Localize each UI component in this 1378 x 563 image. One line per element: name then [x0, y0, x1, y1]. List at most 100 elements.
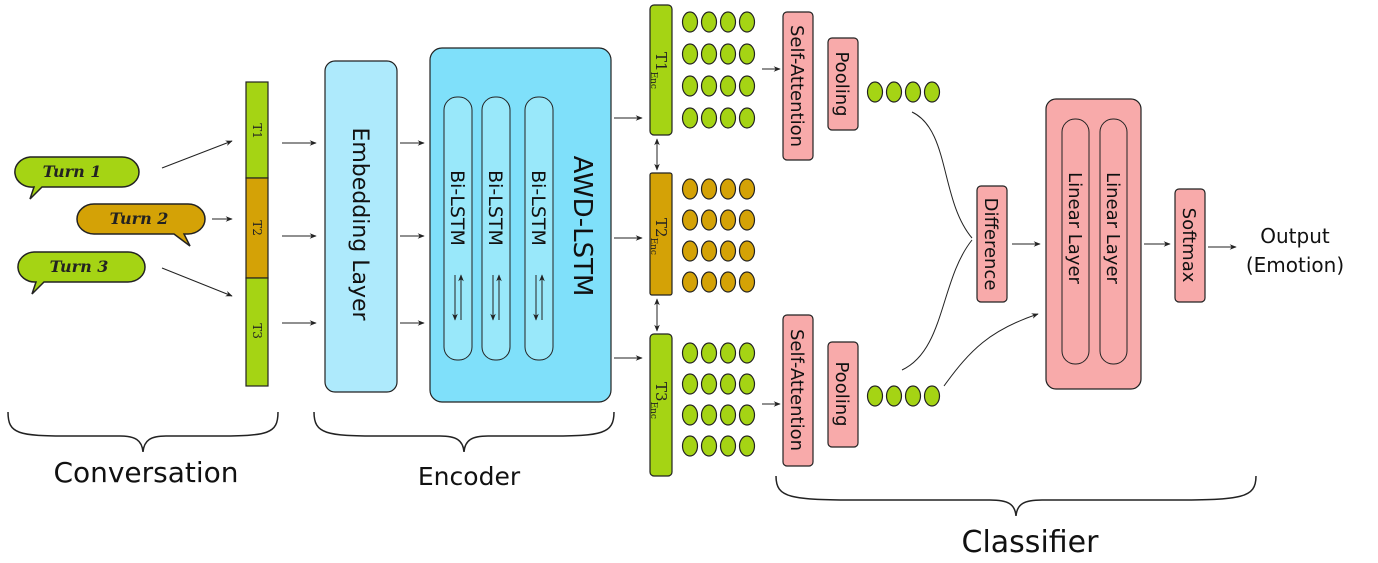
- vector-oval-t1-0-1: [700, 11, 718, 33]
- vector-oval-t3-2-1: [700, 404, 718, 426]
- conversation-label: Conversation: [53, 456, 238, 489]
- encoded-t2: T2Enc: [648, 172, 673, 296]
- speech-bubble-turn-3: Turn 3: [17, 251, 146, 295]
- vector-oval-t2-0-2: [719, 178, 737, 200]
- encoded-t3-main: T3: [652, 382, 670, 402]
- vector-oval-t3-0-1: [700, 342, 718, 364]
- vector-oval-t3-0-3: [738, 342, 756, 364]
- self-attention-bottom: Self-Attention: [782, 314, 814, 467]
- vector-oval-t2-1-1: [700, 209, 718, 231]
- pooled-oval-bottom-0-1: [885, 385, 903, 407]
- vector-oval-t2-3-3: [738, 271, 756, 293]
- curve-bottom-pool-to-linear: [943, 313, 1039, 387]
- encoded-t1: T1Enc: [648, 4, 673, 136]
- vector-oval-t2-3-1: [700, 271, 718, 293]
- vector-oval-t3-1-3: [738, 373, 756, 395]
- vector-grid-t2: [681, 178, 756, 293]
- embedding-layer: Embedding Layer: [324, 60, 398, 393]
- pooling-bottom-label: Pooling: [831, 361, 852, 426]
- vector-oval-t1-3-2: [719, 107, 737, 129]
- vector-oval-t1-0-3: [738, 11, 756, 33]
- pooling-bottom: Pooling: [827, 341, 859, 448]
- vector-oval-t1-1-2: [719, 43, 737, 65]
- vector-oval-t1-0-0: [681, 11, 699, 33]
- linear-layers-block: Linear Layer Linear Layer: [1045, 98, 1142, 390]
- encoded-t1-sub: Enc: [648, 72, 658, 89]
- bilstm-2: Bi-LSTM: [481, 96, 511, 361]
- turn-3-label: Turn 3: [50, 257, 109, 276]
- pooled-oval-bottom-0-3: [923, 385, 941, 407]
- vector-oval-t1-3-1: [700, 107, 718, 129]
- vector-oval-t1-1-1: [700, 43, 718, 65]
- pooled-oval-top-0-2: [904, 81, 922, 103]
- vector-grid-t1: [681, 11, 756, 129]
- vector-oval-t3-0-0: [681, 342, 699, 364]
- pooled-vector-top: [866, 81, 941, 103]
- vector-oval-t1-3-0: [681, 107, 699, 129]
- encoded-t3-label: T3Enc: [648, 382, 670, 419]
- pooled-oval-top-0-1: [885, 81, 903, 103]
- softmax-label: Softmax: [1178, 208, 1199, 283]
- encoded-t1-main: T1: [652, 52, 670, 72]
- linear-layer-1: Linear Layer: [1061, 118, 1090, 365]
- vector-oval-t3-1-1: [700, 373, 718, 395]
- vector-oval-t3-3-0: [681, 435, 699, 457]
- encoder-label: Encoder: [418, 462, 521, 491]
- turn-1-label: Turn 1: [43, 162, 102, 181]
- bilstm-2-label: Bi-LSTM: [484, 170, 506, 246]
- speech-bubble-turn-1: Turn 1: [14, 156, 140, 200]
- encoded-t2-label: T2Enc: [648, 218, 670, 255]
- brace-classifier: [775, 475, 1257, 517]
- bar-label-t2: T2: [250, 220, 264, 236]
- vector-oval-t2-2-0: [681, 240, 699, 262]
- arrow-turn1-to-bar: [161, 140, 233, 169]
- bilstm-1: Bi-LSTM: [443, 96, 473, 361]
- vector-oval-t1-2-3: [738, 75, 756, 97]
- pooled-oval-top-0-0: [866, 81, 884, 103]
- vector-grid-t3: [681, 342, 756, 457]
- pooling-top: Pooling: [827, 37, 859, 131]
- vector-oval-t1-2-2: [719, 75, 737, 97]
- encoded-t3: T3Enc: [648, 333, 673, 477]
- output-label: Output: [1260, 224, 1330, 248]
- bilstm-3: Bi-LSTM: [524, 96, 554, 361]
- vector-oval-t1-1-3: [738, 43, 756, 65]
- pooled-vector-bottom: [866, 385, 941, 407]
- awd-lstm-block: AWD-LSTM Bi-LSTM Bi-LSTM Bi-LSTM: [429, 47, 612, 403]
- self-attention-bottom-label: Self-Attention: [786, 329, 807, 451]
- linear-layer-2-label: Linear Layer: [1102, 172, 1123, 284]
- linear-layer-1-label: Linear Layer: [1064, 172, 1085, 284]
- vector-oval-t2-1-3: [738, 209, 756, 231]
- vector-oval-t3-3-1: [700, 435, 718, 457]
- vector-oval-t2-0-0: [681, 178, 699, 200]
- brace-encoder: [313, 411, 615, 453]
- vector-oval-t3-3-2: [719, 435, 737, 457]
- vector-oval-t3-1-0: [681, 373, 699, 395]
- speech-bubble-turn-2: Turn 2: [76, 203, 206, 247]
- conversation-bar: T1 T2 T3: [245, 81, 269, 387]
- encoded-t2-main: T2: [652, 218, 670, 238]
- vector-oval-t3-1-2: [719, 373, 737, 395]
- vector-oval-t2-1-2: [719, 209, 737, 231]
- softmax-block: Softmax: [1174, 188, 1206, 303]
- output-emotion-label: (Emotion): [1246, 253, 1344, 277]
- encoded-t2-sub: Enc: [648, 238, 658, 255]
- encoded-t1-label: T1Enc: [648, 52, 670, 89]
- vector-oval-t3-2-2: [719, 404, 737, 426]
- pooled-oval-bottom-0-0: [866, 385, 884, 407]
- classifier-label: Classifier: [962, 525, 1100, 560]
- encoded-t3-sub: Enc: [648, 402, 658, 419]
- vector-oval-t1-2-1: [700, 75, 718, 97]
- bilstm-1-label: Bi-LSTM: [446, 170, 468, 246]
- vector-oval-t1-0-2: [719, 11, 737, 33]
- vector-oval-t2-2-1: [700, 240, 718, 262]
- vector-oval-t2-0-1: [700, 178, 718, 200]
- vector-oval-t2-0-3: [738, 178, 756, 200]
- vector-oval-t1-3-3: [738, 107, 756, 129]
- brace-conversation: [7, 411, 279, 453]
- turn-2-label: Turn 2: [110, 209, 169, 228]
- vector-oval-t2-2-3: [738, 240, 756, 262]
- vector-oval-t3-2-0: [681, 404, 699, 426]
